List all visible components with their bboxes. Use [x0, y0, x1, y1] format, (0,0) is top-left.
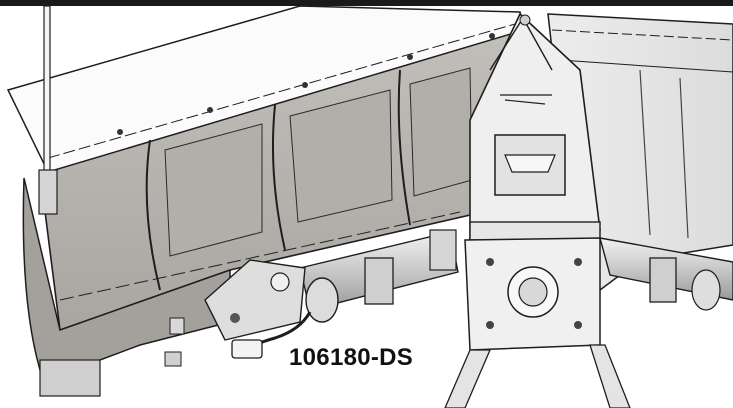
right-hydraulic-cylinder — [599, 237, 733, 311]
part-number-label: 106180-DS — [289, 344, 414, 371]
cylinder-bracket — [204, 259, 306, 341]
blade-hardware — [39, 317, 185, 397]
a-frame — [444, 12, 631, 408]
top-border — [0, 0, 733, 6]
left-hydraulic-cylinder — [299, 229, 459, 323]
wiring-harness — [231, 311, 312, 359]
blade-guide-rod — [38, 5, 58, 215]
moldboard — [6, 5, 541, 371]
